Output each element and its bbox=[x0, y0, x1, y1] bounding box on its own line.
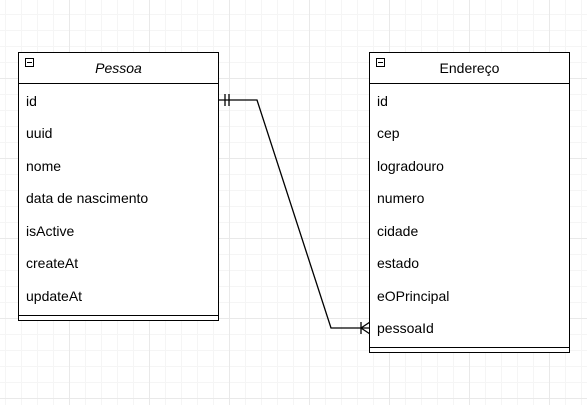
attribute-pessoaid[interactable]: pessoaId bbox=[377, 320, 434, 336]
entity-pessoa-header[interactable]: Pessoa bbox=[19, 53, 218, 84]
attribute-eoprincipal[interactable]: eOPrincipal bbox=[377, 288, 450, 304]
cardinality-one-marker bbox=[224, 94, 230, 106]
attribute-numero[interactable]: numero bbox=[377, 190, 425, 206]
attribute-cidade[interactable]: cidade bbox=[377, 223, 419, 239]
cardinality-many-marker bbox=[360, 321, 371, 335]
attribute-updateat[interactable]: updateAt bbox=[26, 288, 83, 304]
entity-pessoa-title: Pessoa bbox=[95, 60, 142, 76]
entity-endereco-title: Endereço bbox=[439, 60, 500, 76]
entity-endereco-header[interactable]: Endereço bbox=[370, 53, 569, 84]
entity-endereco[interactable]: Endereço id cep logradouro numero cidade… bbox=[369, 52, 570, 353]
attribute-data-de-nascimento[interactable]: data de nascimento bbox=[26, 190, 149, 206]
relationship-line[interactable] bbox=[219, 99, 370, 329]
attribute-id[interactable]: id bbox=[377, 93, 388, 109]
entity-pessoa-divider bbox=[19, 315, 218, 316]
attribute-isactive[interactable]: isActive bbox=[26, 223, 75, 239]
attribute-estado[interactable]: estado bbox=[377, 255, 420, 271]
attribute-cep[interactable]: cep bbox=[377, 125, 400, 141]
collapse-icon[interactable] bbox=[25, 58, 34, 67]
attribute-nome[interactable]: nome bbox=[26, 158, 62, 174]
collapse-icon[interactable] bbox=[376, 58, 385, 67]
attribute-logradouro[interactable]: logradouro bbox=[377, 158, 444, 174]
entity-endereco-divider bbox=[370, 347, 569, 348]
entity-pessoa[interactable]: Pessoa id uuid nome data de nascimento i… bbox=[18, 52, 219, 321]
attribute-uuid[interactable]: uuid bbox=[26, 125, 53, 141]
attribute-id[interactable]: id bbox=[26, 93, 37, 109]
attribute-createat[interactable]: createAt bbox=[26, 255, 79, 271]
